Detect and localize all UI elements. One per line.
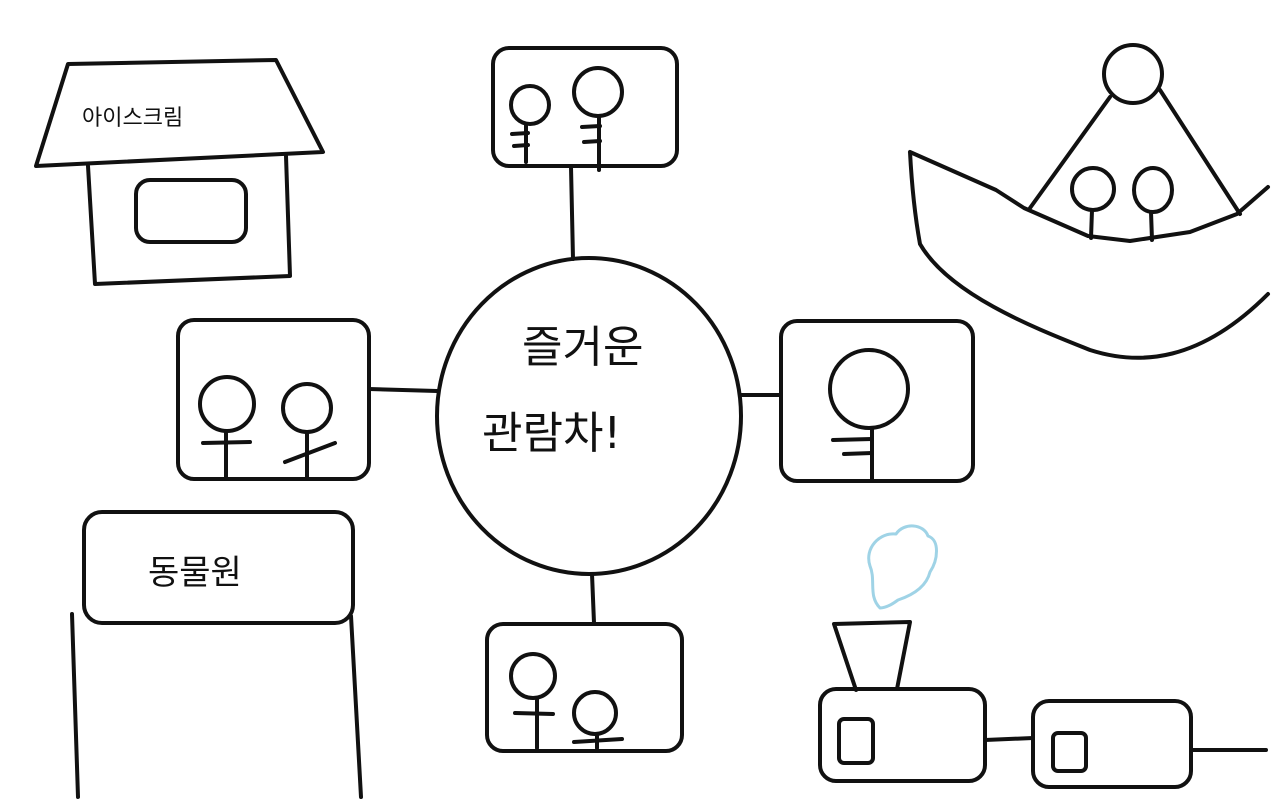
stick-figure — [572, 66, 624, 172]
train-chimney — [832, 620, 912, 692]
train-car — [1031, 699, 1193, 789]
stick-figure — [509, 84, 551, 164]
zoo: 동물원 — [70, 510, 363, 799]
ship-pivot — [1102, 43, 1164, 105]
ship-frame — [1028, 88, 1242, 216]
spoke-left — [367, 387, 439, 393]
train-car-window — [1051, 731, 1088, 773]
gondola-right-cabin — [779, 319, 975, 483]
ferris-wheel-hub — [435, 256, 743, 576]
gondola-left-cabin — [176, 318, 371, 481]
train-coupler — [983, 736, 1035, 742]
stick-figure — [198, 375, 256, 480]
pirate-ship-ride — [908, 43, 1270, 360]
stick-figure — [1132, 166, 1174, 242]
gondola-right — [779, 319, 975, 483]
zoo-sign-board — [82, 510, 355, 625]
train — [818, 524, 1268, 789]
zoo-fence-left — [70, 612, 80, 799]
zoo-sign: 동물원 — [148, 553, 242, 593]
spoke-bottom — [590, 572, 596, 625]
shop-window — [134, 178, 248, 244]
ferris-title-line2: 관람차! — [482, 408, 621, 459]
gondola-bottom-cabin — [485, 622, 684, 753]
train-engine — [818, 687, 987, 783]
stick-figure — [509, 652, 557, 750]
train-smoke — [867, 524, 938, 610]
zoo-fence-right — [349, 614, 363, 799]
gondola-bottom — [485, 622, 684, 753]
stick-figure — [281, 382, 337, 480]
spoke-top — [569, 165, 575, 261]
ice-cream-shop: 아이스크림 — [34, 58, 325, 286]
stick-figure — [828, 348, 910, 482]
stick-figure — [572, 690, 624, 750]
shop-roof — [34, 58, 325, 168]
ferris-wheel: 즐거운 관람차! — [367, 165, 783, 625]
stick-figure — [1070, 166, 1116, 240]
gondola-left — [176, 318, 371, 481]
gondola-top-cabin — [491, 46, 679, 168]
shop-wall — [86, 154, 292, 286]
ice-cream-sign: 아이스크림 — [82, 106, 183, 131]
gondola-top — [491, 46, 679, 172]
train-engine-window — [837, 717, 875, 765]
ship-hull — [908, 150, 1270, 360]
ferris-title-line1: 즐거운 — [522, 322, 643, 373]
